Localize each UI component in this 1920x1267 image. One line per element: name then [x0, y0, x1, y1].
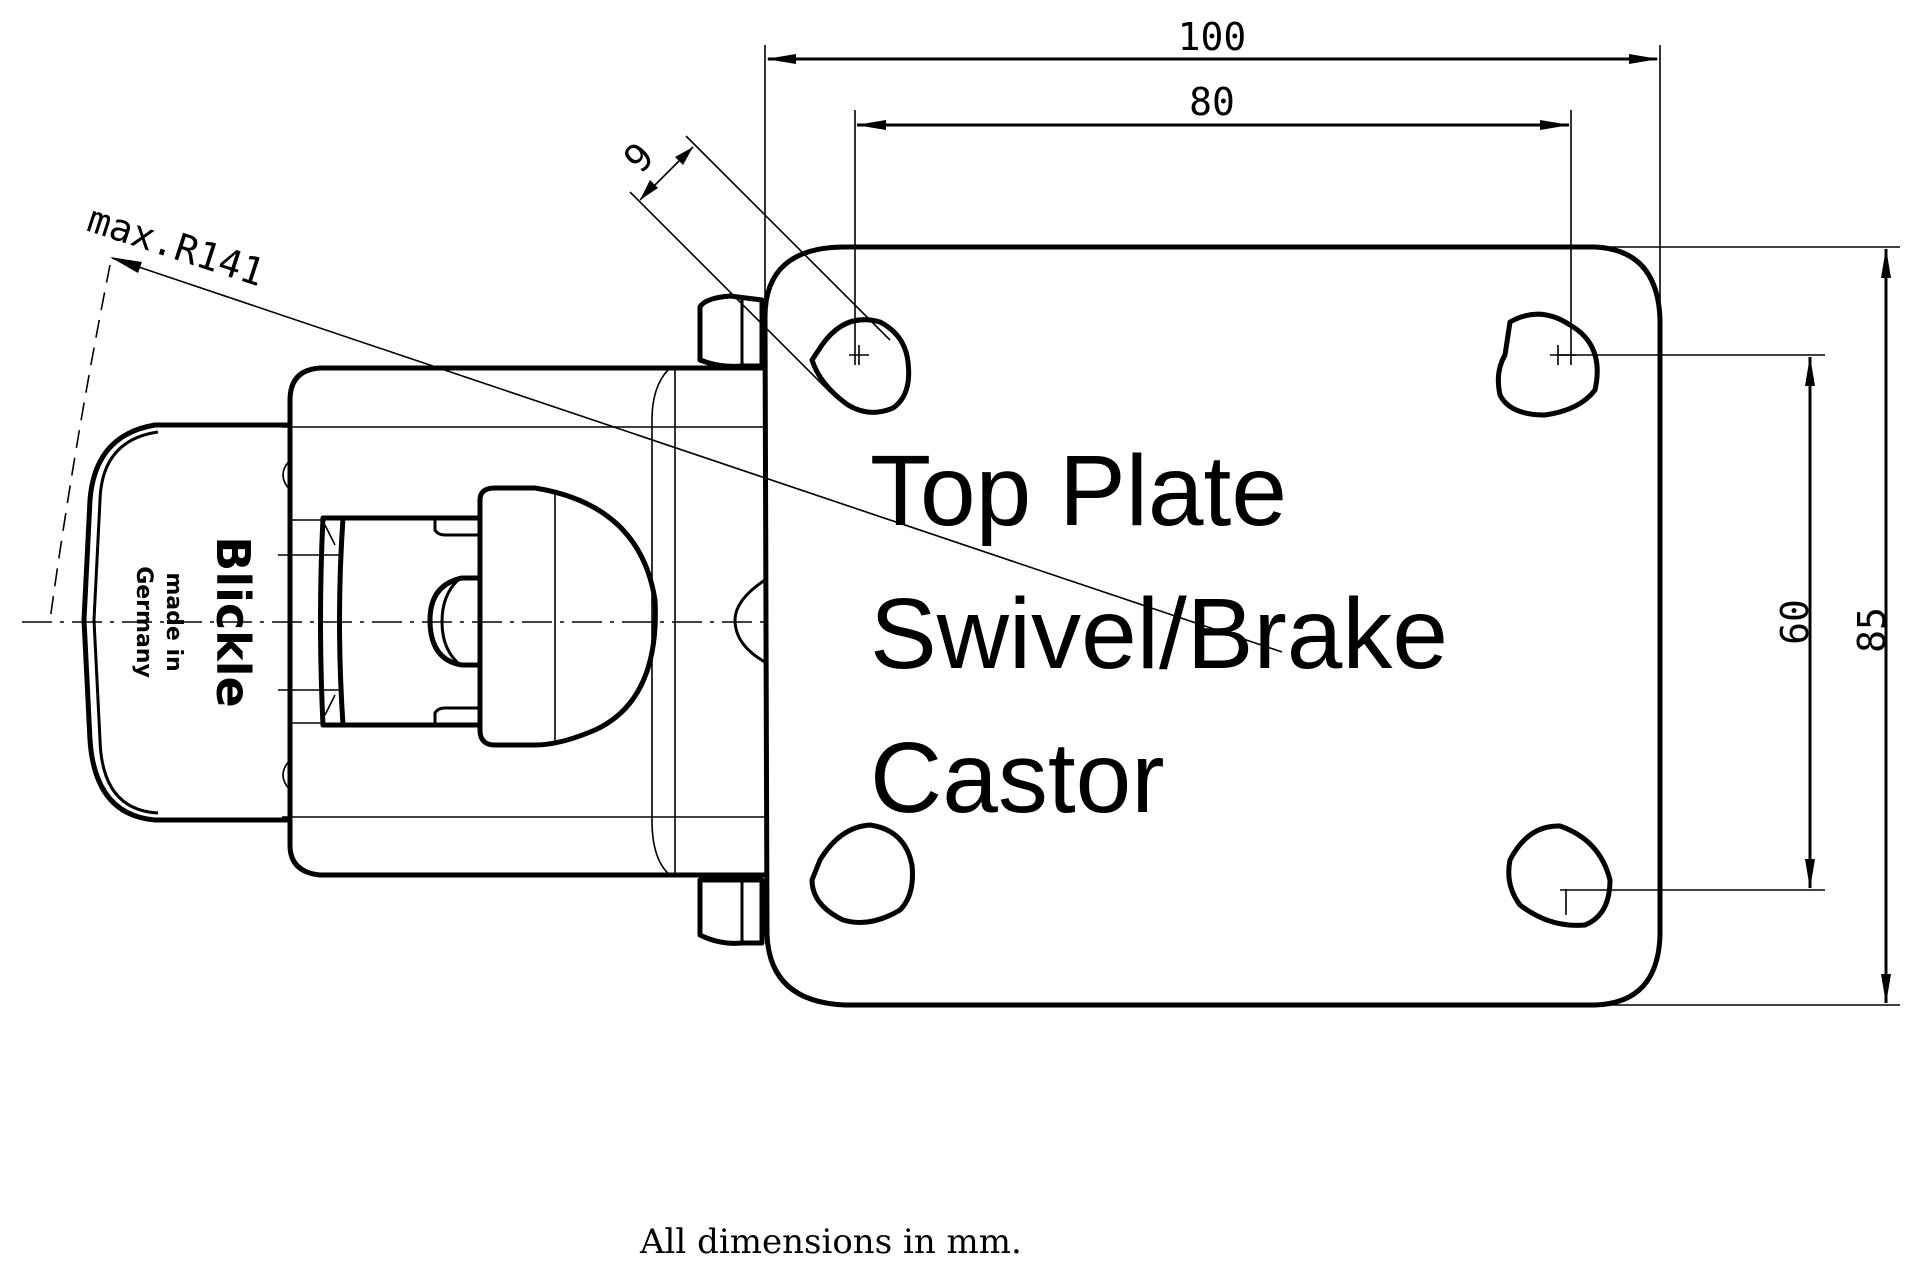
arrowhead [1805, 356, 1815, 386]
nut-top [697, 293, 765, 369]
mounting-slot-top-left [809, 317, 912, 415]
units-note: All dimensions in mm. [640, 1222, 1022, 1262]
plate-width-label: 100 [1178, 15, 1247, 59]
hole-spacing-y-label: 60 [1773, 599, 1817, 645]
swivel-radius-arc [49, 264, 111, 621]
slot-width-label: 9 [615, 134, 662, 181]
wheel-cap [81, 422, 293, 823]
arrowhead [1881, 974, 1891, 1004]
mounting-slot-top-right [1495, 311, 1600, 418]
top-plate-outline [762, 244, 1663, 1008]
arrowhead [856, 120, 886, 130]
mounting-slot-bottom-left [809, 822, 915, 925]
swivel-radius-leader [111, 257, 1283, 653]
plate-depth-dimension: 85 [1600, 246, 1900, 1006]
arrowhead [110, 257, 142, 273]
arrowhead [675, 147, 693, 165]
hole-spacing-y-dimension: 60 [1550, 354, 1825, 891]
hole-spacing-x-label: 80 [1189, 80, 1235, 124]
brake-pedal [427, 485, 658, 748]
arrowhead [640, 180, 658, 200]
arrowhead [1805, 859, 1815, 889]
product-title: Top Plate Swivel/Brake Castor [870, 435, 1448, 834]
arrowhead [1540, 120, 1570, 130]
title-line-3: Castor [870, 722, 1165, 834]
slot-width-dimension: 9 [615, 134, 891, 393]
title-line-1: Top Plate [870, 435, 1287, 547]
plate-width-dimension: 100 [764, 15, 1661, 320]
plate-depth-label: 85 [1850, 607, 1894, 653]
arrowhead [1881, 248, 1891, 278]
wheel-housing [278, 515, 483, 728]
arrowhead [1629, 54, 1659, 64]
title-line-2: Swivel/Brake [870, 578, 1448, 690]
nut-bottom [697, 877, 765, 946]
arrowhead [766, 54, 796, 64]
hole-spacing-x-dimension: 80 [854, 80, 1572, 365]
mounting-slot-bottom-right [1506, 823, 1613, 928]
